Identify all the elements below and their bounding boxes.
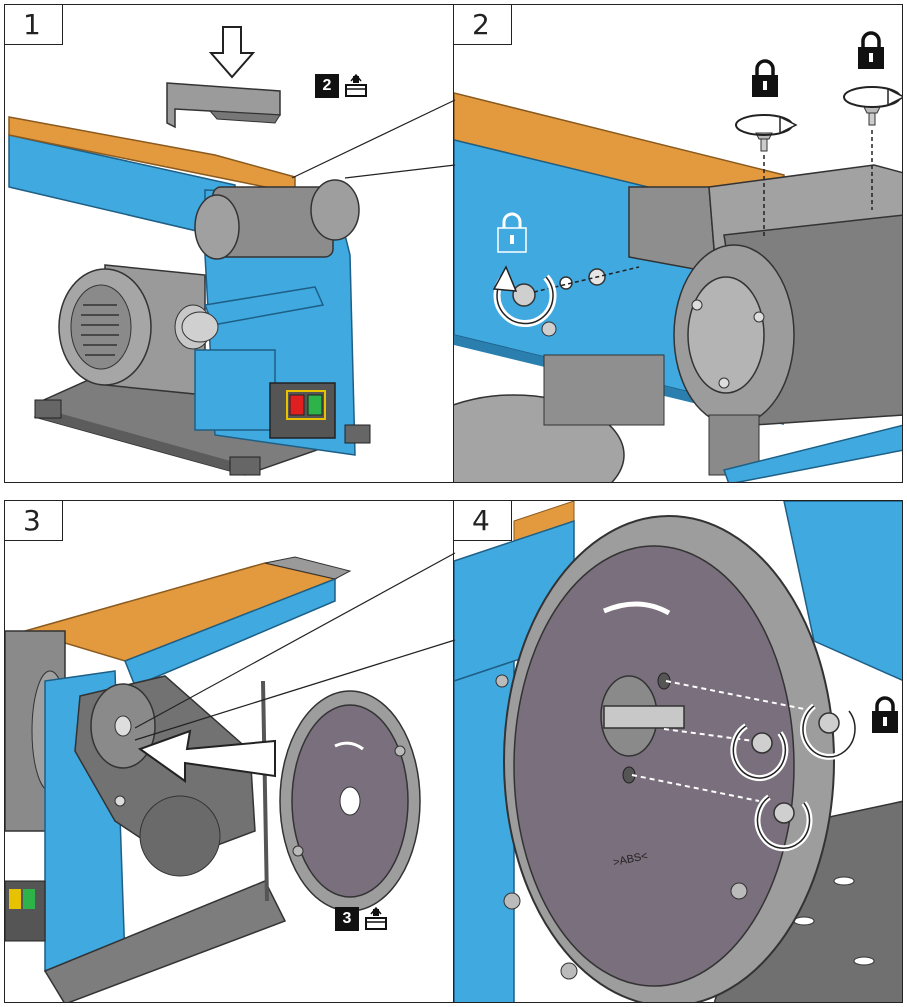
drive-roller: [194, 179, 360, 260]
reference-number: 3: [335, 907, 359, 931]
lock-icon: [872, 696, 898, 733]
rotate-arrow-icon: [843, 86, 902, 108]
step-3-number: 3: [5, 501, 63, 541]
sanding-disc-plate: [279, 690, 421, 912]
sanding-disc-plate: >ABS<: [495, 515, 835, 1002]
down-arrow-icon: [208, 26, 256, 79]
step-1-number: 1: [5, 5, 63, 45]
step-3-panel: 3 3: [4, 500, 455, 1003]
top-screw-right: [863, 106, 881, 210]
insert-arrow-icon: [137, 729, 276, 783]
step-4-panel: 4 >ABS<: [453, 500, 903, 1003]
step-4-number: 4: [454, 501, 512, 541]
step-1-panel: 1 2: [4, 4, 455, 483]
rotate-arrow-icon: [492, 265, 557, 328]
lock-icon: [858, 31, 884, 69]
step-3-reference-badge: 3: [335, 906, 389, 932]
lock-icon: [752, 59, 778, 97]
step-2-number: 2: [454, 5, 512, 45]
rotate-arrow-icon: [735, 114, 798, 136]
support-tube: [181, 286, 325, 343]
step-1-reference-badge: 2: [315, 73, 369, 99]
lock-icon: [497, 212, 527, 253]
screw-alignment-lines: [631, 680, 815, 802]
box-part-icon: [345, 73, 367, 97]
reference-number: 2: [315, 74, 339, 98]
rotate-arrow-icon: [730, 703, 858, 852]
motor-closeup: [454, 354, 665, 482]
side-bolt-assembly: [512, 266, 640, 337]
step-2-panel: 2: [453, 4, 903, 483]
belt-frame: [22, 556, 352, 687]
belt-guard-bracket: [166, 82, 281, 129]
motor: [58, 264, 212, 396]
screw-icon: [751, 712, 840, 824]
box-part-icon: [365, 906, 387, 930]
drive-roller-closeup: [673, 214, 902, 476]
power-switch-box: [269, 382, 336, 439]
